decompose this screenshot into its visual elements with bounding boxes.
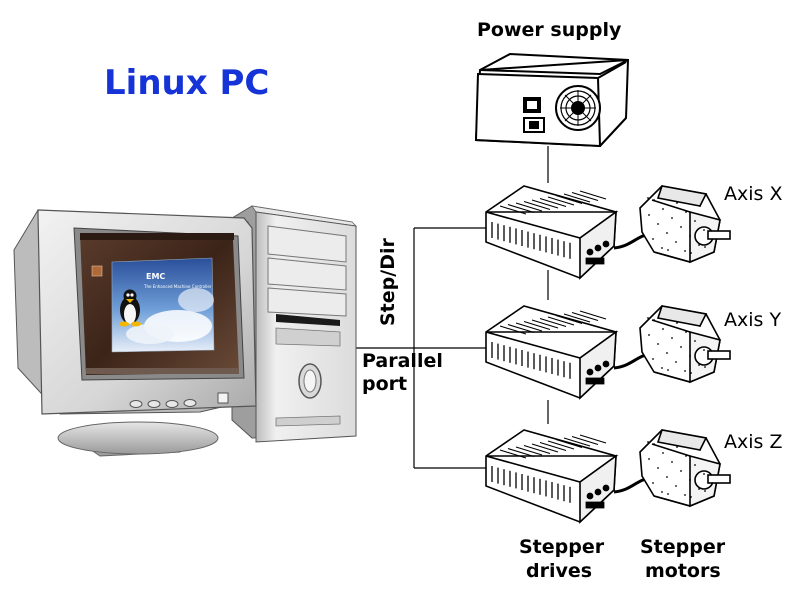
- stepper-drive-icon: [485, 305, 651, 400]
- stepper-motors-label-line2: motors: [645, 560, 721, 582]
- step-dir-label: Step/Dir: [377, 238, 399, 326]
- axis-z-label: Axis Z: [724, 431, 783, 453]
- power-supply-icon: [474, 52, 630, 148]
- wiring: [355, 146, 549, 469]
- pc-tower-icon: [231, 205, 358, 443]
- screen-app-subtitle: The Enhanced Machine Controller: [144, 284, 212, 289]
- parallel-port-label-line2: port: [362, 373, 408, 395]
- parallel-port-label-line1: Parallel: [362, 350, 443, 372]
- axis-x-label: Axis X: [724, 183, 783, 205]
- stepper-drive-icon: [485, 429, 651, 524]
- stepper-drives-label-line1: Stepper: [519, 536, 605, 558]
- tux-penguin-icon: [119, 289, 141, 327]
- stepper-motor-icon: [639, 305, 731, 384]
- stepper-drive-icon: [485, 185, 651, 280]
- computer-monitor-icon: [13, 209, 257, 457]
- stepper-motor-icon: [639, 429, 731, 508]
- axis-y-label: Axis Y: [724, 309, 782, 331]
- page-title: Linux PC: [104, 63, 270, 103]
- screen-app-name: EMC: [146, 272, 166, 281]
- stepper-drives-label-line2: drives: [526, 560, 593, 582]
- stepper-motor-icon: [639, 185, 731, 264]
- power-supply-label: Power supply: [477, 19, 622, 41]
- stepper-motors-label-line1: Stepper: [640, 536, 726, 558]
